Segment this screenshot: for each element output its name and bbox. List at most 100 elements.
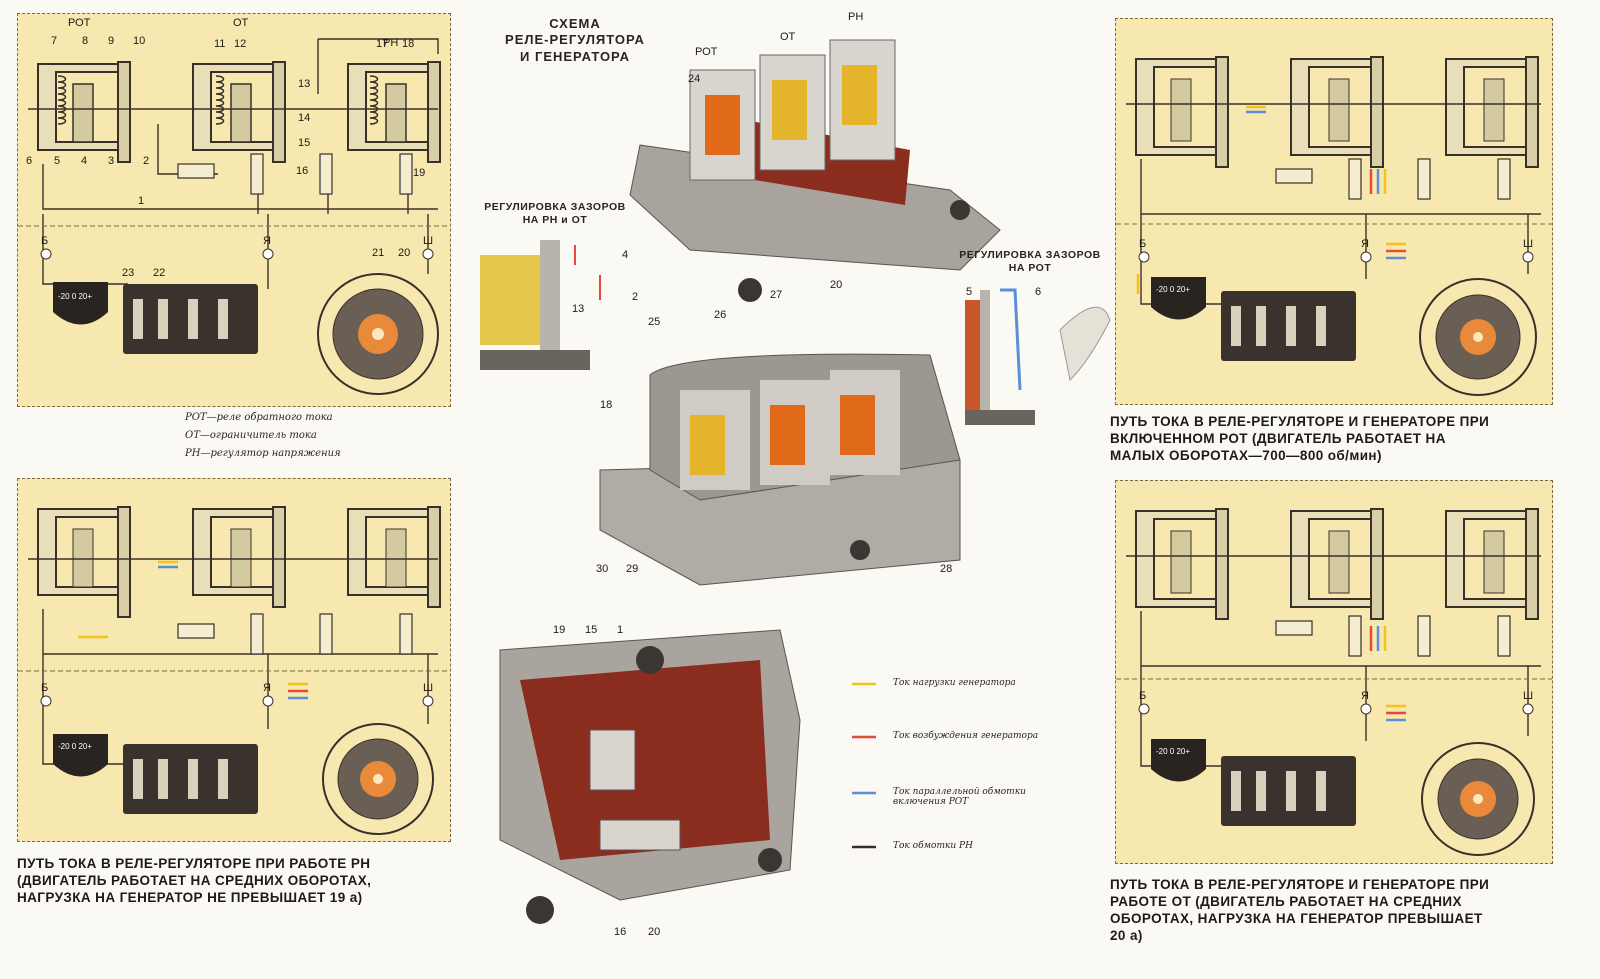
- part-number: 20: [398, 247, 410, 259]
- schematic-drawing-rot-mode: -20 0 20+ Б Я Ш: [1116, 56, 1552, 396]
- terminal-b-label: Б: [41, 682, 48, 694]
- part-number: 6: [1035, 286, 1041, 298]
- part-number: 11: [214, 38, 225, 50]
- part-number: 21: [372, 247, 384, 259]
- part-number: 9: [108, 35, 114, 47]
- title-line: РЕЛЕ-РЕГУЛЯТОРА: [505, 32, 645, 48]
- schematic-panel-bottom-left: -20 0 20+ Б Я Ш: [17, 478, 451, 842]
- terminal-ya-label: Я: [1361, 238, 1369, 250]
- relay-bottom-view: [499, 629, 801, 924]
- schematic-panel-top-right: -20 0 20+ Б Я Ш: [1115, 18, 1553, 405]
- part-number: 28: [940, 563, 952, 575]
- caption-line: ПУТЬ ТОКА В РЕЛЕ-РЕГУЛЯТОРЕ И ГЕНЕРАТОРЕ…: [1110, 877, 1490, 892]
- part-number: 17: [376, 38, 388, 50]
- gauge-scale: -20 0 20+: [1156, 285, 1190, 294]
- part-number: 16: [614, 926, 626, 938]
- part-number: 18: [402, 38, 414, 50]
- tag-rot: РОТ: [68, 17, 91, 29]
- part-number: 23: [122, 267, 134, 279]
- terminal-ya-label: Я: [263, 235, 271, 247]
- part-number: 5: [966, 286, 972, 298]
- part-number: 26: [714, 309, 726, 321]
- caption-top-right: ПУТЬ ТОКА В РЕЛЕ-РЕГУЛЯТОРЕ И ГЕНЕРАТОРЕ…: [1110, 414, 1580, 465]
- terminal-sh-label: Ш: [1523, 238, 1533, 250]
- part-number: 16: [296, 165, 308, 177]
- part-number: 10: [133, 35, 145, 47]
- terminal-b-label: Б: [41, 235, 48, 247]
- gauge-scale: -20 0 20+: [58, 292, 92, 301]
- caption-line: ОБОРОТАХ, НАГРУЗКА НА ГЕНЕРАТОР ПРЕВЫШАЕ…: [1110, 910, 1483, 926]
- title-line: СХЕМА: [549, 16, 601, 31]
- terminal-sh-label: Ш: [1523, 690, 1533, 702]
- part-number: 13: [298, 78, 310, 90]
- part-number: 29: [626, 563, 638, 575]
- part-number: 24: [688, 73, 700, 85]
- part-number: 8: [82, 35, 88, 47]
- schematic-drawing-ot-mode: -20 0 20+ Б Я Ш: [1116, 508, 1552, 856]
- part-number-labels: РОТ ОТ РН 7 8 9 10 11 12 13 17 18 6 5 4 …: [26, 17, 433, 301]
- caption-line: РАБОТЕ ОТ (ДВИГАТЕЛЬ РАБОТАЕТ НА СРЕДНИХ: [1110, 893, 1462, 909]
- part-number: 19: [553, 624, 565, 636]
- center-title: СХЕМА РЕЛЕ-РЕГУЛЯТОРА И ГЕНЕРАТОРА: [485, 16, 665, 65]
- tag-rn: РН: [848, 11, 863, 23]
- gauge-scale: -20 0 20+: [1156, 747, 1190, 756]
- part-number: 4: [81, 155, 87, 167]
- legend-label-parallel: Ток параллельной обмотки включения РОТ: [893, 787, 1026, 807]
- part-number: 1: [617, 624, 623, 636]
- caption-line: 20 а): [1110, 927, 1143, 943]
- relay-top-view: [629, 39, 1001, 302]
- part-number: 18: [600, 399, 612, 411]
- label-line: РЕГУЛИРОВКА ЗАЗОРОВ: [959, 249, 1101, 261]
- schematic-panel-top-left: РОТ ОТ РН 7 8 9 10 11 12 13 17 18 6 5 4 …: [17, 13, 451, 407]
- tag-ot: ОТ: [233, 17, 249, 29]
- abbr-rot: РОТ—реле обратного тока: [185, 412, 333, 423]
- legend-label-rn: Ток обмотки РН: [893, 841, 973, 851]
- adjust-detail-rn-ot: [480, 240, 601, 370]
- part-number: 2: [632, 291, 638, 303]
- adjust-label-rn-ot: РЕГУЛИРОВКА ЗАЗОРОВ НА РН и ОТ: [470, 201, 640, 226]
- gauge-scale: -20 0 20+: [58, 742, 92, 751]
- legend-label-load: Ток нагрузки генератора: [893, 678, 1016, 688]
- label-line: НА РН и ОТ: [522, 213, 588, 226]
- terminal-ya-label: Я: [263, 682, 271, 694]
- terminal-b-label: Б: [1139, 690, 1146, 702]
- abbr-rn: РН—регулятор напряжения: [185, 448, 341, 459]
- terminal-ya-label: Я: [1361, 690, 1369, 702]
- part-number: 20: [648, 926, 660, 938]
- part-number: 6: [26, 155, 32, 167]
- caption-line: ВКЛЮЧЕННОМ РОТ (ДВИГАТЕЛЬ РАБОТАЕТ НА: [1110, 430, 1446, 446]
- caption-line: НАГРУЗКА НА ГЕНЕРАТОР НЕ ПРЕВЫШАЕТ 19 а): [17, 889, 363, 905]
- relay-covered-view: [599, 353, 961, 586]
- caption-bottom-left: ПУТЬ ТОКА В РЕЛЕ-РЕГУЛЯТОРЕ ПРИ РАБОТЕ Р…: [17, 856, 457, 907]
- abbr-ot: ОТ—ограничитель тока: [185, 430, 317, 441]
- legend-label-excitation: Ток возбуждения генератора: [893, 731, 1039, 741]
- part-number: 30: [596, 563, 608, 575]
- title-line: И ГЕНЕРАТОРА: [520, 48, 630, 64]
- part-number: 22: [153, 267, 165, 279]
- part-number: 2: [143, 155, 149, 167]
- schematic-drawing-rn-mode: -20 0 20+ Б Я Ш: [18, 506, 450, 835]
- terminal-sh-label: Ш: [423, 235, 433, 247]
- tag-rn: РН: [383, 37, 398, 49]
- part-number: 3: [108, 155, 114, 167]
- caption-line: ПУТЬ ТОКА В РЕЛЕ-РЕГУЛЯТОРЕ И ГЕНЕРАТОРЕ…: [1110, 414, 1490, 429]
- part-number: 27: [770, 289, 782, 301]
- part-number: 12: [234, 38, 246, 50]
- caption-line: ПУТЬ ТОКА В РЕЛЕ-РЕГУЛЯТОРЕ ПРИ РАБОТЕ Р…: [17, 856, 371, 871]
- tag-rot: РОТ: [695, 46, 718, 58]
- part-number: 13: [572, 303, 584, 315]
- caption-bottom-right: ПУТЬ ТОКА В РЕЛЕ-РЕГУЛЯТОРЕ И ГЕНЕРАТОРЕ…: [1110, 877, 1580, 945]
- part-number: 4: [622, 249, 628, 261]
- schematic-drawing: [18, 38, 450, 395]
- part-number: 14: [298, 112, 310, 124]
- part-number: 15: [298, 137, 310, 149]
- terminal-sh-label: Ш: [423, 682, 433, 694]
- part-number: 25: [648, 316, 660, 328]
- part-number: 15: [585, 624, 597, 636]
- schematic-panel-bottom-right: -20 0 20+ Б Я Ш: [1115, 480, 1553, 864]
- adjust-detail-rot: [965, 288, 1111, 425]
- label-line: НА РОТ: [1008, 261, 1052, 274]
- part-number: 5: [54, 155, 60, 167]
- terminal-b-label: Б: [1139, 238, 1146, 250]
